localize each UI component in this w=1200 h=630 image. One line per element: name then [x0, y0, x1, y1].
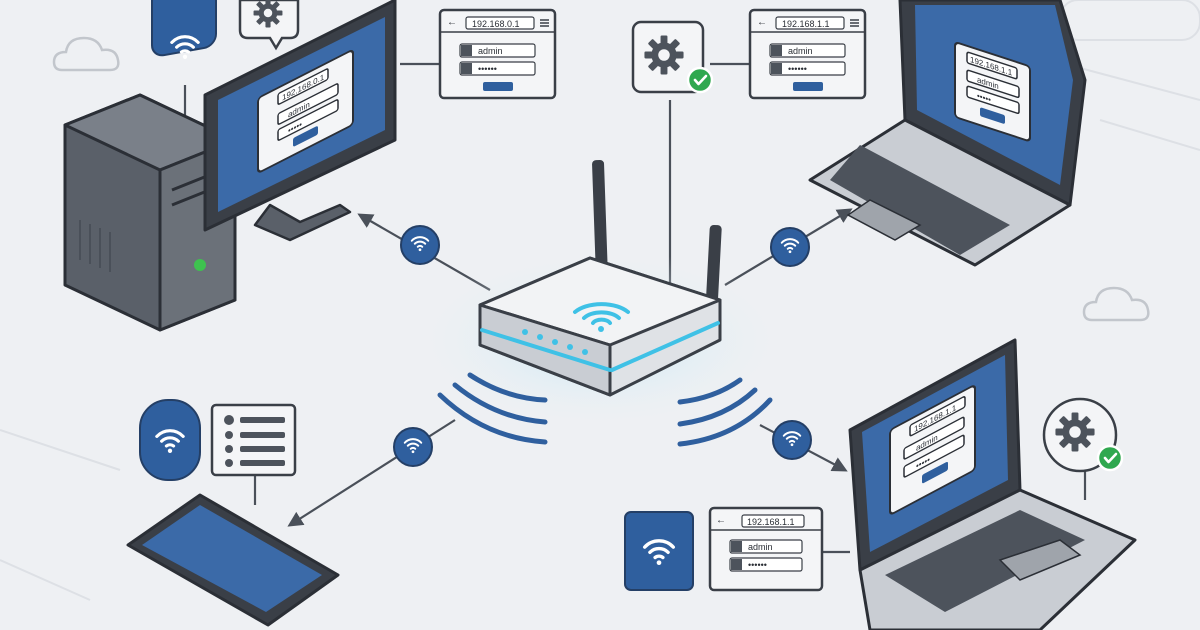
gear-bubble	[238, 0, 300, 51]
login-panel-top-center: ← 192.168.0.1 admin ••••••	[438, 8, 557, 100]
cloud-icon	[52, 36, 120, 72]
svg-text:admin: admin	[748, 542, 773, 552]
svg-text:••••••: ••••••	[478, 64, 497, 74]
login-panel-bottom-right: ← 192.168.1.1 admin ••••••	[708, 506, 824, 592]
svg-text:admin: admin	[478, 46, 503, 56]
login-panel-top-right: ← 192.168.1.1 admin ••••••	[748, 8, 867, 100]
wifi-bubble-desktop	[400, 225, 440, 265]
checkmark-icon	[1096, 444, 1124, 472]
ip-address: 192.168.1.1	[782, 19, 830, 29]
gear-icon	[644, 35, 684, 75]
wifi-bubble-tablet	[393, 427, 433, 467]
user-icon	[771, 45, 782, 56]
settings-list-icon	[224, 415, 285, 467]
power-led	[194, 259, 206, 271]
ip-address: 192.168.1.1	[747, 517, 795, 527]
laptop-bottom: 192.168.1.1 admin •••••	[848, 338, 1137, 630]
desktop-screen-login: 192.168.0.1 admin •••••	[257, 50, 354, 173]
gear-check-bottom	[1042, 397, 1124, 473]
gear-icon	[1055, 412, 1095, 452]
gear-check-top	[631, 20, 714, 94]
lock-icon	[731, 559, 742, 570]
svg-text:←: ←	[716, 515, 726, 526]
router	[410, 159, 790, 447]
svg-text:••••••: ••••••	[788, 64, 807, 74]
lock-icon	[461, 63, 472, 74]
wifi-tile-bottom	[624, 511, 694, 591]
wifi-bubble-laptop-top	[770, 227, 810, 267]
router-leds	[522, 329, 588, 355]
cloud-icon	[1082, 286, 1150, 322]
laptop-top: 192.168.1.1 admin •••••	[808, 0, 1087, 267]
checkmark-icon	[686, 66, 714, 94]
user-icon	[461, 45, 472, 56]
wifi-tile-tablet	[139, 399, 201, 481]
wifi-icon	[573, 302, 630, 325]
background-pill	[1059, 0, 1200, 41]
arrow-to-tablet	[287, 419, 456, 527]
desktop-computer: 192.168.0.1 admin •••••	[63, 0, 397, 332]
svg-text:←: ←	[447, 17, 457, 28]
ip-address: 192.168.0.1	[472, 19, 520, 29]
wifi-tile-topleft	[151, 0, 217, 61]
wifi-bubble-laptop-bottom	[772, 420, 812, 460]
signal-waves-left	[437, 372, 548, 445]
laptop-bottom-screen-login: 192.168.1.1 admin •••••	[889, 385, 976, 515]
svg-text:←: ←	[757, 17, 767, 28]
router-antenna	[592, 159, 608, 281]
svg-text:admin: admin	[788, 46, 813, 56]
laptop-top-screen-login: 192.168.1.1 admin •••••	[954, 42, 1031, 142]
lock-icon	[771, 63, 782, 74]
signal-waves-right	[677, 377, 773, 447]
user-icon	[731, 541, 742, 552]
settings-list-panel	[210, 403, 297, 477]
tablet	[126, 493, 340, 627]
svg-text:••••••: ••••••	[748, 560, 767, 570]
